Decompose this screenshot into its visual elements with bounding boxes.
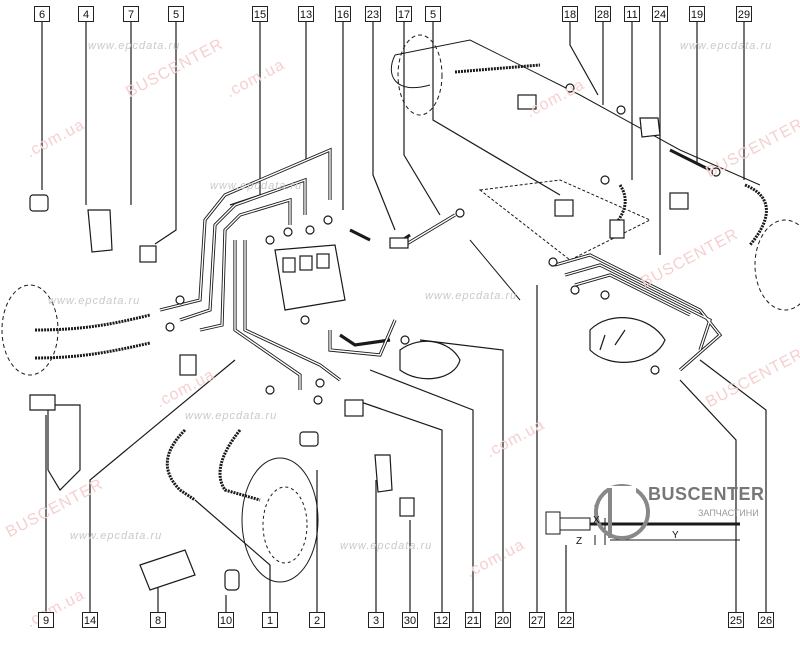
callout-24: 24: [652, 6, 668, 22]
callout-5-right: 5: [425, 6, 441, 22]
callout-29: 29: [736, 6, 752, 22]
callout-11: 11: [624, 6, 640, 22]
callout-25: 25: [728, 612, 744, 628]
callout-4: 4: [78, 6, 94, 22]
callout-23: 23: [365, 6, 381, 22]
callout-13: 13: [298, 6, 314, 22]
dimension-y-label: Y: [672, 530, 679, 541]
buscenter-logo-subtitle: ЗАПЧАСТИНИ: [698, 508, 759, 518]
callout-6: 6: [34, 6, 50, 22]
vehicle-outline: [1, 34, 800, 583]
callout-10: 10: [218, 612, 234, 628]
callout-28: 28: [595, 6, 611, 22]
pipe-highlights: [159, 148, 721, 390]
callout-14: 14: [82, 612, 98, 628]
dimension-x-label: X: [593, 515, 600, 526]
callout-30: 30: [402, 612, 418, 628]
callout-15: 15: [252, 6, 268, 22]
callout-1: 1: [262, 612, 278, 628]
callout-17: 17: [396, 6, 412, 22]
callout-21: 21: [465, 612, 481, 628]
callout-3: 3: [368, 612, 384, 628]
callout-19: 19: [689, 6, 705, 22]
callout-20: 20: [495, 612, 511, 628]
components: [29, 83, 721, 591]
buscenter-logo-mark: [594, 484, 650, 540]
callout-26: 26: [758, 612, 774, 628]
callout-7: 7: [123, 6, 139, 22]
callout-27: 27: [529, 612, 545, 628]
callout-18: 18: [562, 6, 578, 22]
dimension-z-label: Z: [576, 536, 583, 547]
buscenter-logo-text: BUSCENTER: [648, 484, 765, 504]
callout-5: 5: [168, 6, 184, 22]
callout-16: 16: [335, 6, 351, 22]
callout-12: 12: [434, 612, 450, 628]
callout-8: 8: [150, 612, 166, 628]
callout-9: 9: [38, 612, 54, 628]
callout-2: 2: [309, 612, 325, 628]
callout-22: 22: [558, 612, 574, 628]
